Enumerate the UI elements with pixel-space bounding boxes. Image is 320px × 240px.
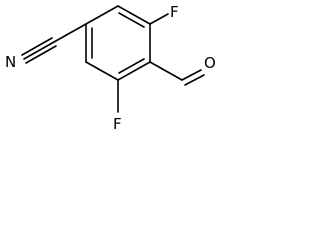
ring-bond-c3-c4: [117, 61, 151, 81]
bond-c6-nitrile-carbon: [53, 23, 87, 43]
nitrile-bond-line-1: [23, 41, 55, 60]
benzene-ring: [85, 5, 151, 81]
nitrile-bond-line-3: [25, 45, 57, 64]
ring-double-bond-c1-c2: [118, 12, 145, 28]
nitrile-nitrogen-label: N: [5, 53, 16, 71]
ring-bond-c4-c5: [85, 61, 119, 81]
ring-double-bond-c3-c4: [118, 58, 145, 74]
nitrile-triple-bond: [21, 37, 57, 64]
bond-c2-fluorine: [149, 13, 169, 25]
chemical-structure-diagram: F O F N: [5, 3, 216, 133]
bond-aldehyde-c-o: [181, 69, 202, 81]
bond-c3-aldehyde-carbon: [149, 61, 183, 81]
nitrile-bond-line-2: [21, 37, 53, 56]
bond-aldehyde-c-o-double: [184, 74, 205, 86]
aldehyde-oxygen-label: O: [204, 54, 216, 72]
ring-bond-c6-c1: [85, 5, 119, 25]
fluorine-top-label: F: [170, 3, 179, 21]
ring-bond-c1-c2: [117, 5, 151, 25]
fluorine-bottom-label: F: [113, 115, 122, 133]
